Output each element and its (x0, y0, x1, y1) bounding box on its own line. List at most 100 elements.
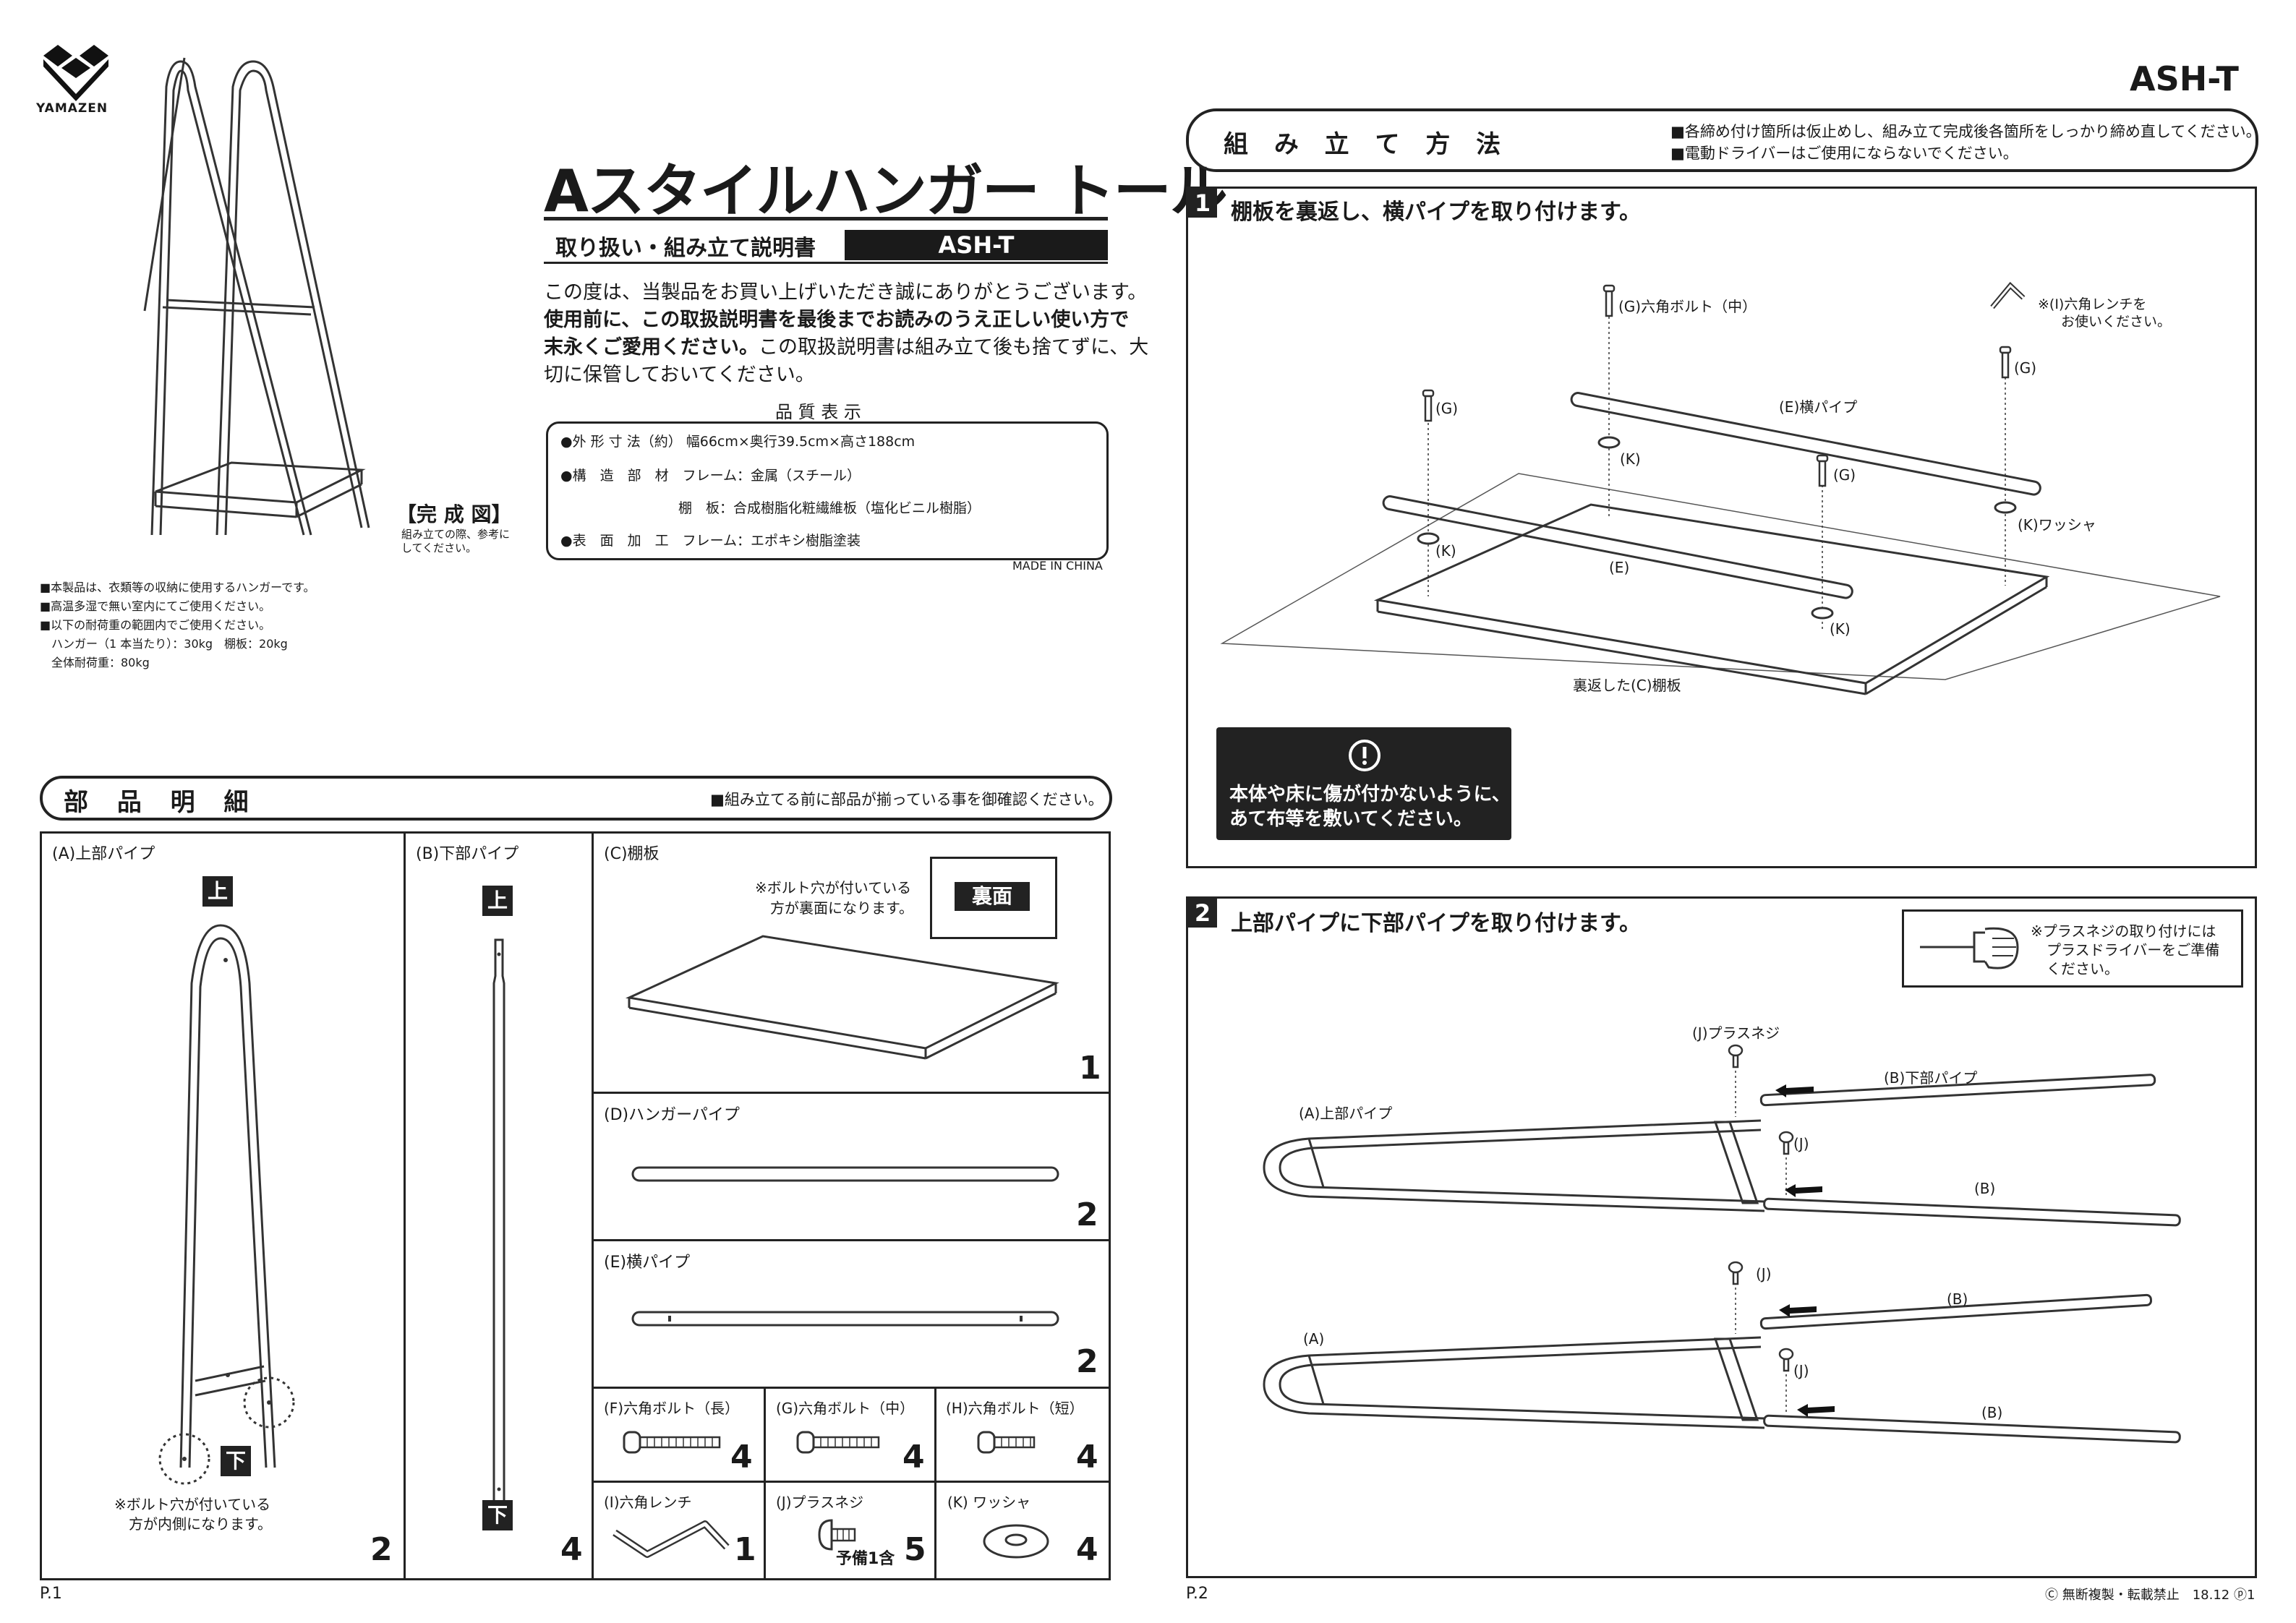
part-e-qty: 2 (1076, 1343, 1098, 1380)
model-badge: ASH-T (845, 230, 1108, 260)
washer-icon (1597, 436, 1621, 449)
washer-icon (983, 1524, 1049, 1559)
label-j-screw: (J)プラスネジ (1692, 1024, 1780, 1042)
step-2-diagram (1263, 1044, 2181, 1444)
quality-row-3: 棚 板：合成樹脂化粧繊維板（塩化ビニル樹脂） (678, 500, 981, 516)
part-i-qty: 1 (734, 1531, 756, 1568)
part-k-qty: 4 (1076, 1531, 1098, 1568)
brand-name: YAMAZEN (36, 101, 108, 116)
parts-header-pill (40, 776, 1112, 821)
intro-line-3-rest: この取扱説明書は組み立て後も捨てずに、大 (759, 336, 1149, 359)
note-2: ■高温多湿で無い室内にてご使用ください。 (40, 599, 271, 613)
step-1-box (1186, 187, 2257, 868)
part-a-bolt-hole-icon (223, 958, 228, 962)
label-a-pipe: (A)上部パイプ (1299, 1105, 1393, 1122)
part-c-name: (C)棚板 (604, 845, 660, 863)
divider-c-d (592, 1092, 1109, 1094)
part-i-name: (I)六角レンチ (604, 1494, 692, 1511)
part-c-board-drawing (625, 935, 1059, 1060)
label-k-washer: (K)ワッシャ (2018, 516, 2096, 534)
label-g-center: (G) (1833, 466, 1856, 484)
part-a-top-tag: 上 (202, 876, 233, 907)
part-c-note-1: ※ボルト穴が付いている (755, 879, 912, 896)
step-1-title: 棚板を裏返し、横パイプを取り付けます。 (1231, 200, 1641, 225)
parts-check-note: ■組み立てる前に部品が揃っている事を御確認ください。 (710, 791, 1104, 808)
label-g-left: (G) (1435, 400, 1459, 417)
note-5: 全体耐荷重：80kg (40, 656, 150, 669)
divider-g-h (934, 1387, 936, 1578)
warning-box (1216, 727, 1511, 840)
usage-notes: ■本製品は、衣類等の収納に使用するハンガーです。 ■高温多湿で無い室内にてご使用… (40, 578, 315, 672)
part-j-qty: 5 (904, 1531, 926, 1568)
bolt-medium-icon (796, 1431, 880, 1454)
assembly-note-1: ■各締め付け箇所は仮止めし、組み立て完成後各箇所をしっかり締め直してください。 (1670, 123, 2261, 140)
completed-note-1: 組み立ての際、参考に (401, 528, 511, 541)
divider-ab (404, 831, 406, 1578)
made-in: MADE IN CHINA (1012, 559, 1103, 573)
bolt-short-icon (977, 1431, 1036, 1454)
quality-row-1: ●外 形 寸 法（約） 幅66cm×奥行39.5cm×高さ188cm (560, 434, 916, 450)
part-c-qty: 1 (1079, 1050, 1101, 1087)
part-g-name: (G)六角ボルト（中） (776, 1400, 915, 1417)
label-g-right: (G) (2014, 359, 2037, 377)
part-a-hole-circle-icon (243, 1376, 295, 1429)
part-g-qty: 4 (902, 1439, 925, 1476)
product-title: Aスタイルハンガー トール (544, 158, 1228, 225)
part-a-name: (A)上部パイプ (52, 845, 155, 863)
part-a-drawing (158, 924, 295, 1485)
tip-box (1902, 909, 2243, 988)
part-d-qty: 2 (1076, 1196, 1098, 1233)
brand-logo (40, 45, 112, 117)
label-j-3: (J) (1793, 1362, 1809, 1379)
part-h-name: (H)六角ボルト（短） (946, 1400, 1084, 1417)
divider-e-f (592, 1387, 1109, 1389)
model-label-right: ASH-T (2130, 59, 2239, 98)
label-k-left: (K) (1435, 542, 1456, 560)
step-2-box (1186, 896, 2257, 1578)
label-wrench-1: ※(I)六角レンチを (2038, 296, 2147, 312)
label-wrench-2: お使いください。 (2061, 314, 2172, 330)
note-3: ■以下の耐荷重の範囲内でご使用ください。 (40, 618, 271, 632)
washer-icon (1417, 532, 1440, 545)
part-f-qty: 4 (730, 1439, 753, 1476)
warning-line-1: 本体や床に傷が付かないように、 (1229, 784, 1511, 805)
yamazen-logo-icon (43, 45, 108, 101)
label-j-1: (J) (1793, 1135, 1809, 1152)
part-d-pipe-drawing (631, 1166, 1059, 1182)
part-c-note-2: 方が裏面になります。 (770, 899, 913, 917)
label-b-pipe: (B)下部パイプ (1884, 1069, 1978, 1087)
part-b-bottom-tag: 下 (482, 1500, 513, 1530)
part-f-name: (F)六角ボルト（長） (604, 1400, 740, 1417)
manual-subtitle: 取り扱い・組み立て説明書 (555, 236, 816, 261)
divider-bc (592, 831, 594, 1578)
quality-row-4: ●表 面 加 工 フレーム：エポキシ樹脂塗装 (560, 533, 861, 549)
part-b-top-tag: 上 (482, 886, 513, 916)
step-1-diagram (1220, 281, 2221, 695)
intro-line-4: 切に保管しておいてください。 (544, 364, 815, 386)
tip-line-1: ※プラスネジの取り付けには (2031, 922, 2216, 940)
phillips-screw-icon (818, 1519, 856, 1551)
divider-f-g (764, 1387, 766, 1578)
assembly-header-pill (1186, 108, 2258, 172)
washer-icon (1811, 607, 1834, 620)
label-b-2: (B) (1947, 1290, 1968, 1308)
subtitle-underline (544, 262, 1108, 264)
part-a-note-2: 方が内側になります。 (129, 1515, 272, 1533)
part-e-pipe-drawing (631, 1311, 1059, 1327)
part-a-note-1: ※ボルト穴が付いている (114, 1496, 271, 1513)
part-e-name: (E)横パイプ (604, 1254, 691, 1272)
note-1: ■本製品は、衣類等の収納に使用するハンガーです。 (40, 581, 315, 594)
washer-icon (1994, 501, 2017, 514)
parts-grid (40, 831, 1111, 1580)
part-k-name: (K) ワッシャ (947, 1494, 1031, 1511)
hex-wrench-icon (613, 1520, 730, 1558)
completed-label: 【完 成 図】 (396, 502, 512, 526)
screwdriver-hand-icon (1920, 927, 2019, 969)
part-d-name: (D)ハンガーパイプ (604, 1106, 740, 1124)
warning-line-2: あて布等を敷いてください。 (1229, 808, 1472, 830)
tip-line-2: プラスドライバーをご準備 (2047, 941, 2220, 959)
label-j-2: (J) (1756, 1265, 1772, 1282)
part-c-back-panel (930, 857, 1057, 939)
label-board: 裏返した(C)棚板 (1573, 677, 1681, 694)
quality-box (546, 421, 1109, 560)
